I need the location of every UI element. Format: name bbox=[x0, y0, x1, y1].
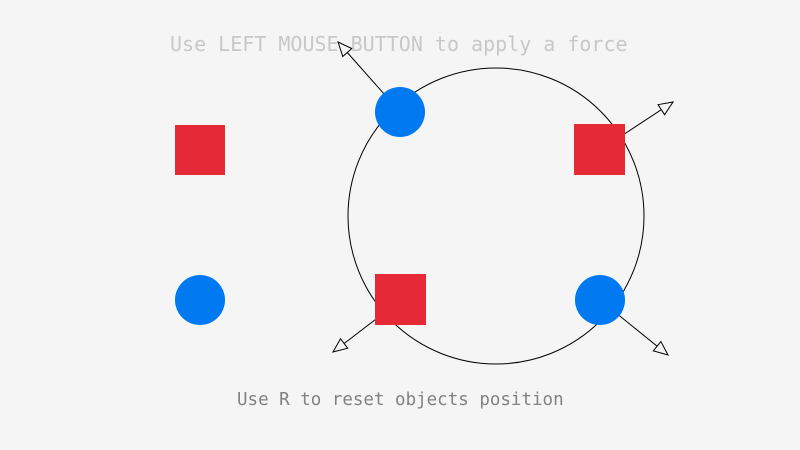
force-arrow-top-right-head bbox=[657, 101, 675, 116]
force-arrow-bottom-right-head bbox=[652, 340, 669, 356]
hint-apply-force-text: Use LEFT MOUSE BUTTON to apply a force bbox=[170, 32, 628, 56]
hint-reset-text: Use R to reset objects position bbox=[237, 390, 564, 410]
red-square-bottom-middle[interactable] bbox=[375, 274, 426, 325]
blue-circle-bottom-right[interactable] bbox=[575, 275, 625, 325]
red-square-top-right[interactable] bbox=[574, 124, 625, 175]
red-square-top-left[interactable] bbox=[175, 125, 225, 175]
force-arrow-bottom-middle-head bbox=[331, 337, 349, 353]
force-arrow-top-middle-head bbox=[337, 41, 353, 58]
blue-circle-bottom-left[interactable] bbox=[175, 275, 225, 325]
blue-circle-top-middle[interactable] bbox=[375, 87, 425, 137]
explosion-radius-circle bbox=[347, 67, 645, 365]
